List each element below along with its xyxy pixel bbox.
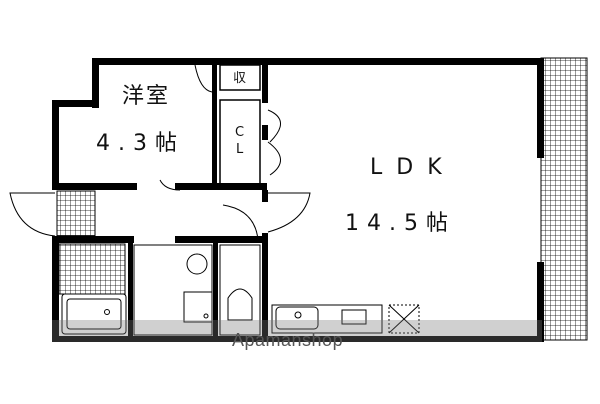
closet-label-l: L (236, 142, 244, 157)
storage-label: 収 (233, 71, 247, 86)
watermark: Apamanshop (232, 330, 344, 350)
closet-label-c: C (235, 125, 245, 140)
ldk-size: 14.5帖 (345, 211, 456, 236)
watermark-band (52, 320, 542, 342)
balcony (540, 57, 588, 341)
walls (52, 58, 544, 342)
ldk-name: LDK (370, 155, 456, 180)
western-room-name: 洋室 (122, 84, 171, 109)
western-room-size: 4.3帖 (96, 131, 185, 156)
